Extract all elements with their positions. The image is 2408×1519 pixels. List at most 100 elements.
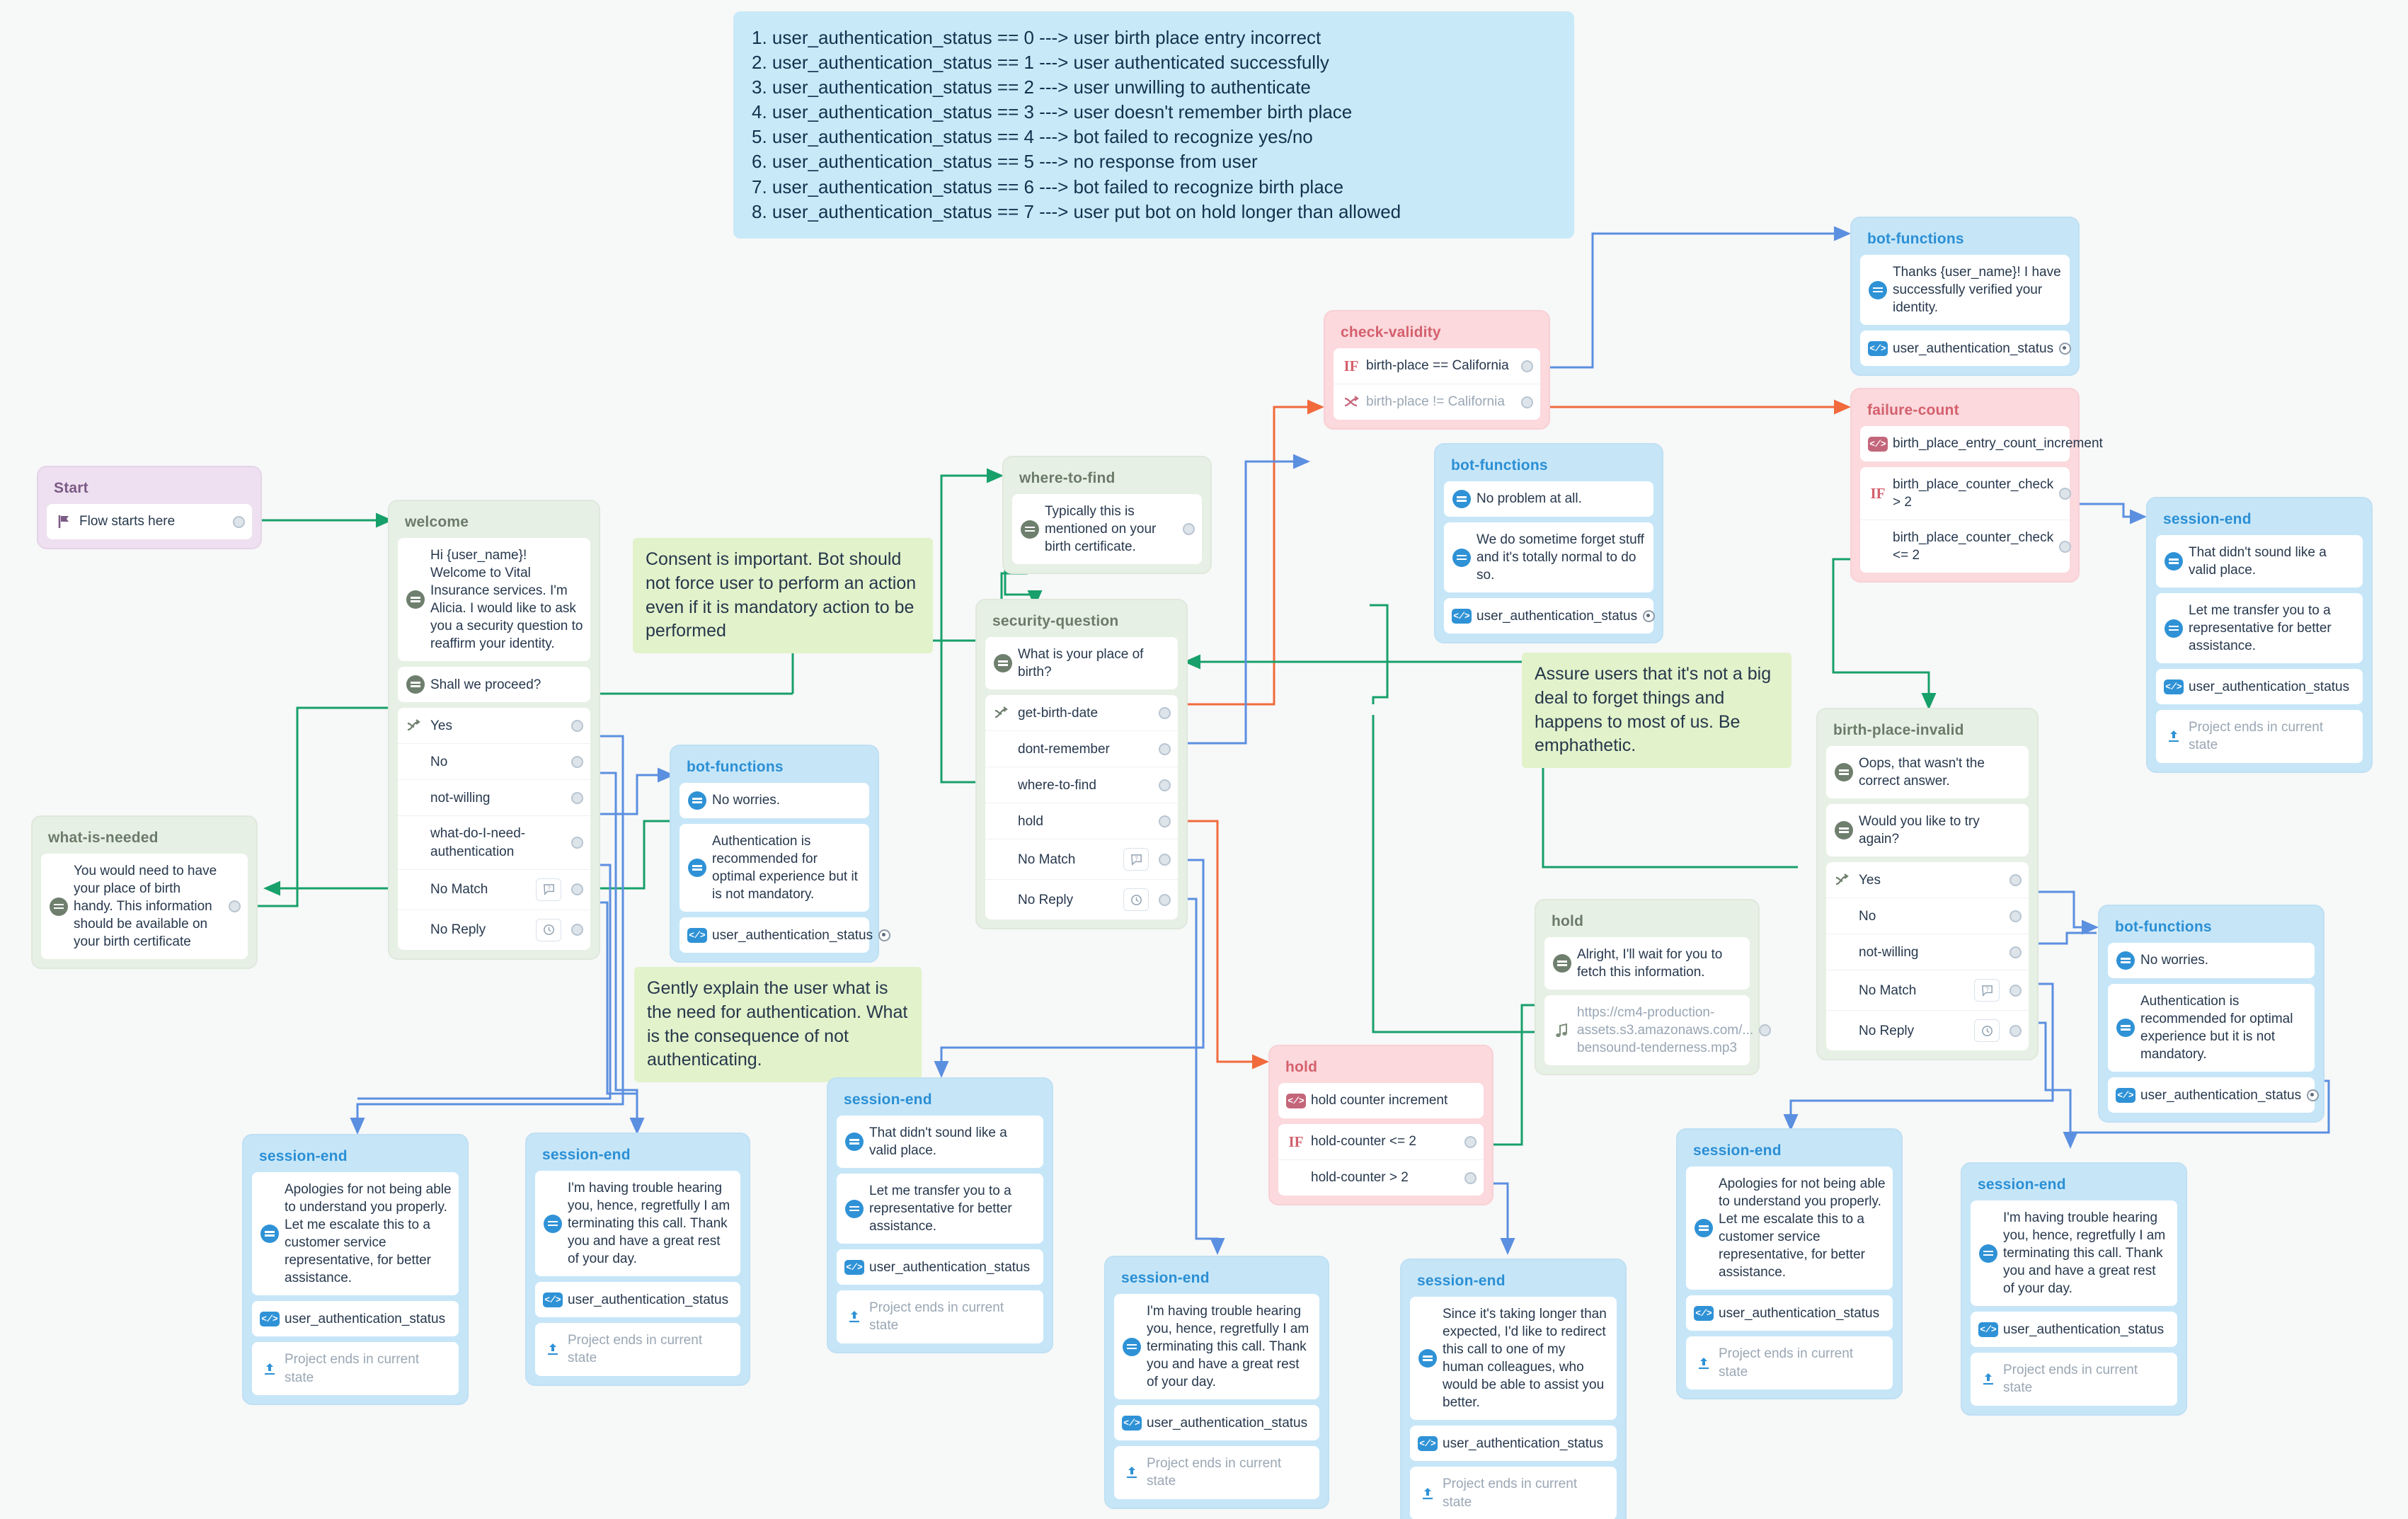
output-port[interactable] [2009, 946, 2022, 958]
option-no-reply[interactable]: No Reply [985, 879, 1178, 919]
option-no[interactable]: No [398, 743, 590, 779]
output-port[interactable] [1159, 853, 1171, 866]
card-options[interactable]: get-birth-date dont-remember where-to-fi… [985, 695, 1178, 920]
output-port[interactable] [1183, 523, 1195, 536]
card-message[interactable]: That didn't sound like a valid place. [837, 1116, 1043, 1169]
option-no-reply[interactable]: No Reply [1826, 1010, 2029, 1050]
card-message[interactable]: Alright, I'll wait for you to fetch this… [1544, 937, 1750, 990]
option-get-birth-date[interactable]: get-birth-date [985, 695, 1178, 730]
card-variable[interactable]: </> user_authentication_status [680, 917, 891, 953]
node-hold-pink[interactable]: hold </> hold counter increment IF hold-… [1268, 1045, 1493, 1205]
output-port[interactable] [1759, 1024, 1772, 1037]
card-message[interactable]: Would you like to try again? [1826, 804, 2029, 857]
node-start[interactable]: Start Flow starts here [37, 466, 262, 549]
card-message[interactable]: Typically this is mentioned on your birt… [1012, 494, 1202, 565]
card-variable[interactable]: </> user_authentication_status [535, 1282, 740, 1318]
condition-if[interactable]: IF birth-place == California [1334, 348, 1540, 384]
node-bot-functions-top[interactable]: bot-functions Thanks {user_name}! I have… [1850, 217, 2080, 377]
node-bot-functions-left[interactable]: bot-functions No worries. Authentication… [670, 745, 891, 963]
output-port[interactable] [1521, 396, 1533, 408]
card-message[interactable]: I'm having trouble hearing you, hence, r… [1114, 1294, 1319, 1400]
option-dont-remember[interactable]: dont-remember [985, 730, 1178, 767]
option-where-to-find[interactable]: where-to-find [985, 767, 1178, 803]
card-variable[interactable]: </> user_authentication_status [2156, 669, 2363, 705]
node-security-question[interactable]: security-question What is your place of … [975, 599, 1188, 930]
card-variable[interactable]: </> user_authentication_status [1444, 598, 1656, 634]
card-message[interactable]: Authentication is recommended for optima… [680, 824, 869, 912]
card-variable[interactable]: </> user_authentication_status [1971, 1312, 2177, 1348]
card-options[interactable]: Yes No not-willing No Match ? No Reply [1826, 862, 2029, 1051]
node-session-end-top-right[interactable]: session-end That didn't sound like a val… [2146, 497, 2373, 773]
option-no[interactable]: No [1826, 898, 2029, 934]
option-no-reply[interactable]: No Reply [398, 909, 590, 950]
output-port[interactable] [571, 755, 583, 768]
node-check-validity[interactable]: check-validity IF birth-place == Califor… [1324, 310, 1550, 430]
node-hold-green[interactable]: hold Alright, I'll wait for you to fetch… [1535, 899, 1772, 1076]
output-port[interactable] [1521, 360, 1533, 372]
card-end-state[interactable]: Project ends in current state [1971, 1353, 2177, 1406]
node-session-end-1[interactable]: session-end Apologies for not being able… [242, 1134, 469, 1405]
card-end-state[interactable]: Project ends in current state [837, 1290, 1043, 1343]
card-end-state[interactable]: Project ends in current state [1686, 1336, 1893, 1389]
output-port[interactable] [878, 929, 891, 941]
output-port[interactable] [229, 900, 241, 913]
card-message[interactable]: No worries. [2108, 943, 2315, 978]
card-variable[interactable]: </> user_authentication_status [1114, 1405, 1319, 1441]
output-port[interactable] [1159, 706, 1171, 719]
output-port[interactable] [1643, 609, 1656, 622]
card-message[interactable]: Thanks {user_name}! I have successfully … [1860, 255, 2070, 326]
node-welcome[interactable]: welcome Hi {user_name}! Welcome to Vital… [388, 500, 600, 960]
node-birth-place-invalid[interactable]: birth-place-invalid Oops, that wasn't th… [1816, 708, 2039, 1061]
option-what-do-i-need-authentication[interactable]: what-do-I-need-authentication [398, 815, 590, 869]
card-message[interactable]: No problem at all. [1444, 481, 1653, 517]
output-port[interactable] [1464, 1135, 1477, 1148]
output-port[interactable] [2009, 910, 2022, 922]
node-bot-functions-mid[interactable]: bot-functions No problem at all. We do s… [1434, 443, 1663, 644]
card-variable[interactable]: </> user_authentication_status [252, 1301, 459, 1337]
output-port[interactable] [1159, 815, 1171, 827]
card-message[interactable]: Let me transfer you to a representative … [2156, 593, 2363, 664]
output-port[interactable] [1159, 743, 1171, 755]
card-end-state[interactable]: Project ends in current state [252, 1342, 459, 1395]
option-no-match[interactable]: No Match ? [398, 869, 590, 910]
card-options[interactable]: Yes No not-willing what-do-I-need-authen… [398, 708, 590, 950]
card-conditions[interactable]: IF hold-counter <= 2 hold-counter > 2 [1278, 1124, 1484, 1196]
output-port[interactable] [2009, 1024, 2022, 1037]
card-end-state[interactable]: Project ends in current state [1114, 1446, 1319, 1499]
option-hold[interactable]: hold [985, 803, 1178, 839]
card-conditions[interactable]: IF birth-place == California birth-place… [1334, 348, 1540, 420]
output-port[interactable] [2059, 487, 2072, 500]
output-port[interactable] [571, 791, 583, 804]
card-message[interactable]: I'm having trouble hearing you, hence, r… [535, 1171, 740, 1277]
card-message[interactable]: Authentication is recommended for optima… [2108, 984, 2315, 1072]
option-no-match[interactable]: No Match ? [985, 839, 1178, 879]
output-port[interactable] [571, 883, 583, 896]
condition-else[interactable]: hold-counter > 2 [1278, 1159, 1484, 1196]
node-session-end-5[interactable]: session-end Since it's taking longer tha… [1400, 1259, 1627, 1519]
card-start-row[interactable]: Flow starts here [47, 504, 252, 539]
card-message[interactable]: That didn't sound like a valid place. [2156, 535, 2363, 588]
card-message[interactable]: We do sometime forget stuff and it's tot… [1444, 522, 1653, 593]
audio-url[interactable]: https://cm4-production-assets.s3.amazona… [1577, 1005, 1754, 1056]
output-port[interactable] [571, 719, 583, 732]
condition-if[interactable]: IF hold-counter <= 2 [1278, 1124, 1484, 1159]
card-variable[interactable]: </> user_authentication_status [1410, 1426, 1617, 1462]
output-port[interactable] [571, 924, 583, 936]
output-port[interactable] [1159, 893, 1171, 906]
card-function[interactable]: </> hold counter increment [1278, 1083, 1484, 1118]
card-audio[interactable]: https://cm4-production-assets.s3.amazona… [1544, 995, 1772, 1066]
condition-if[interactable]: IF birth_place_counter_check > 2 [1860, 467, 2072, 520]
card-message[interactable]: What is your place of birth? [985, 637, 1178, 690]
card-message[interactable]: You would need to have your place of bir… [41, 854, 248, 960]
card-conditions[interactable]: IF birth_place_counter_check > 2 birth_p… [1860, 467, 2072, 573]
node-session-end-7[interactable]: session-end I'm having trouble hearing y… [1961, 1162, 2187, 1416]
output-port[interactable] [233, 515, 245, 528]
card-end-state[interactable]: Project ends in current state [1410, 1467, 1617, 1519]
node-where-to-find[interactable]: where-to-find Typically this is mentione… [1002, 456, 1212, 575]
option-yes[interactable]: Yes [1826, 862, 2029, 898]
card-function[interactable]: </> birth_place_entry_count_increment [1860, 426, 2103, 462]
card-message[interactable]: Apologies for not being able to understa… [252, 1172, 459, 1296]
output-port[interactable] [1159, 779, 1171, 791]
card-message[interactable]: Hi {user_name}! Welcome to Vital Insuran… [398, 538, 590, 662]
output-port[interactable] [2307, 1089, 2320, 1101]
